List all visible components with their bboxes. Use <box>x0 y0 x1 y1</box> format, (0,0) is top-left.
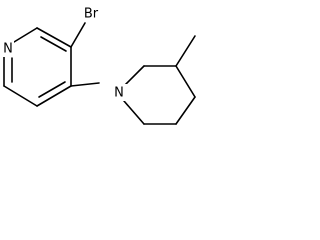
bond-c2-c3 <box>36 27 72 48</box>
label-backdrop-n-piperidine <box>111 84 129 101</box>
bond-c3p-methyl <box>175 35 196 67</box>
label-backdrop-br <box>78 5 104 22</box>
atom-label-piperidine-nitrogen: N <box>114 86 124 101</box>
pyridine-ring <box>3 27 72 107</box>
label-backdrop-n-pyridine <box>0 40 14 57</box>
bond-c5-c6 <box>3 85 38 107</box>
bond-n1-c2 <box>13 27 38 43</box>
chemical-structure: Br N N <box>0 5 196 125</box>
atom-label-bromine: Br <box>84 7 99 22</box>
bond-c3-br <box>70 22 86 48</box>
atom-label-pyridine-nitrogen: N <box>3 42 13 57</box>
bond-c4p-c5p <box>175 96 196 125</box>
bond-c3p-c4p <box>175 65 196 98</box>
bond-c2-c3-inner <box>40 36 67 52</box>
bond-c4-n-piperidine <box>70 82 100 87</box>
piperidine-ring <box>123 65 196 125</box>
bond-c4-c5 <box>36 85 72 107</box>
bond-c4-c5-inner <box>38 81 66 98</box>
bond-n-c2p <box>123 65 145 87</box>
bond-c6p-n <box>123 100 145 125</box>
